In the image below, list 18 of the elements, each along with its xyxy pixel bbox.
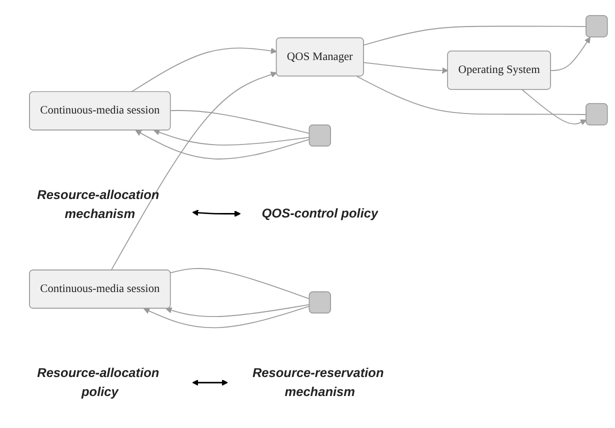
arrow — [192, 380, 228, 386]
connector — [363, 26, 587, 46]
node-text: Resource-allocation policy — [37, 366, 160, 399]
arrow — [135, 130, 310, 160]
arrow — [363, 62, 448, 74]
arrow — [144, 306, 310, 328]
arrow — [522, 89, 587, 126]
arrow — [550, 36, 590, 72]
connector — [170, 110, 310, 134]
arrow — [130, 48, 277, 92]
arrow — [166, 304, 310, 318]
node-text: Resource-reservation mechanism — [252, 366, 384, 399]
connector — [356, 76, 587, 116]
connector — [170, 268, 310, 300]
arrow — [154, 129, 310, 146]
node-text: Resource-allocation mechanism — [37, 188, 160, 222]
arrow — [192, 210, 241, 217]
arrow — [110, 72, 277, 271]
